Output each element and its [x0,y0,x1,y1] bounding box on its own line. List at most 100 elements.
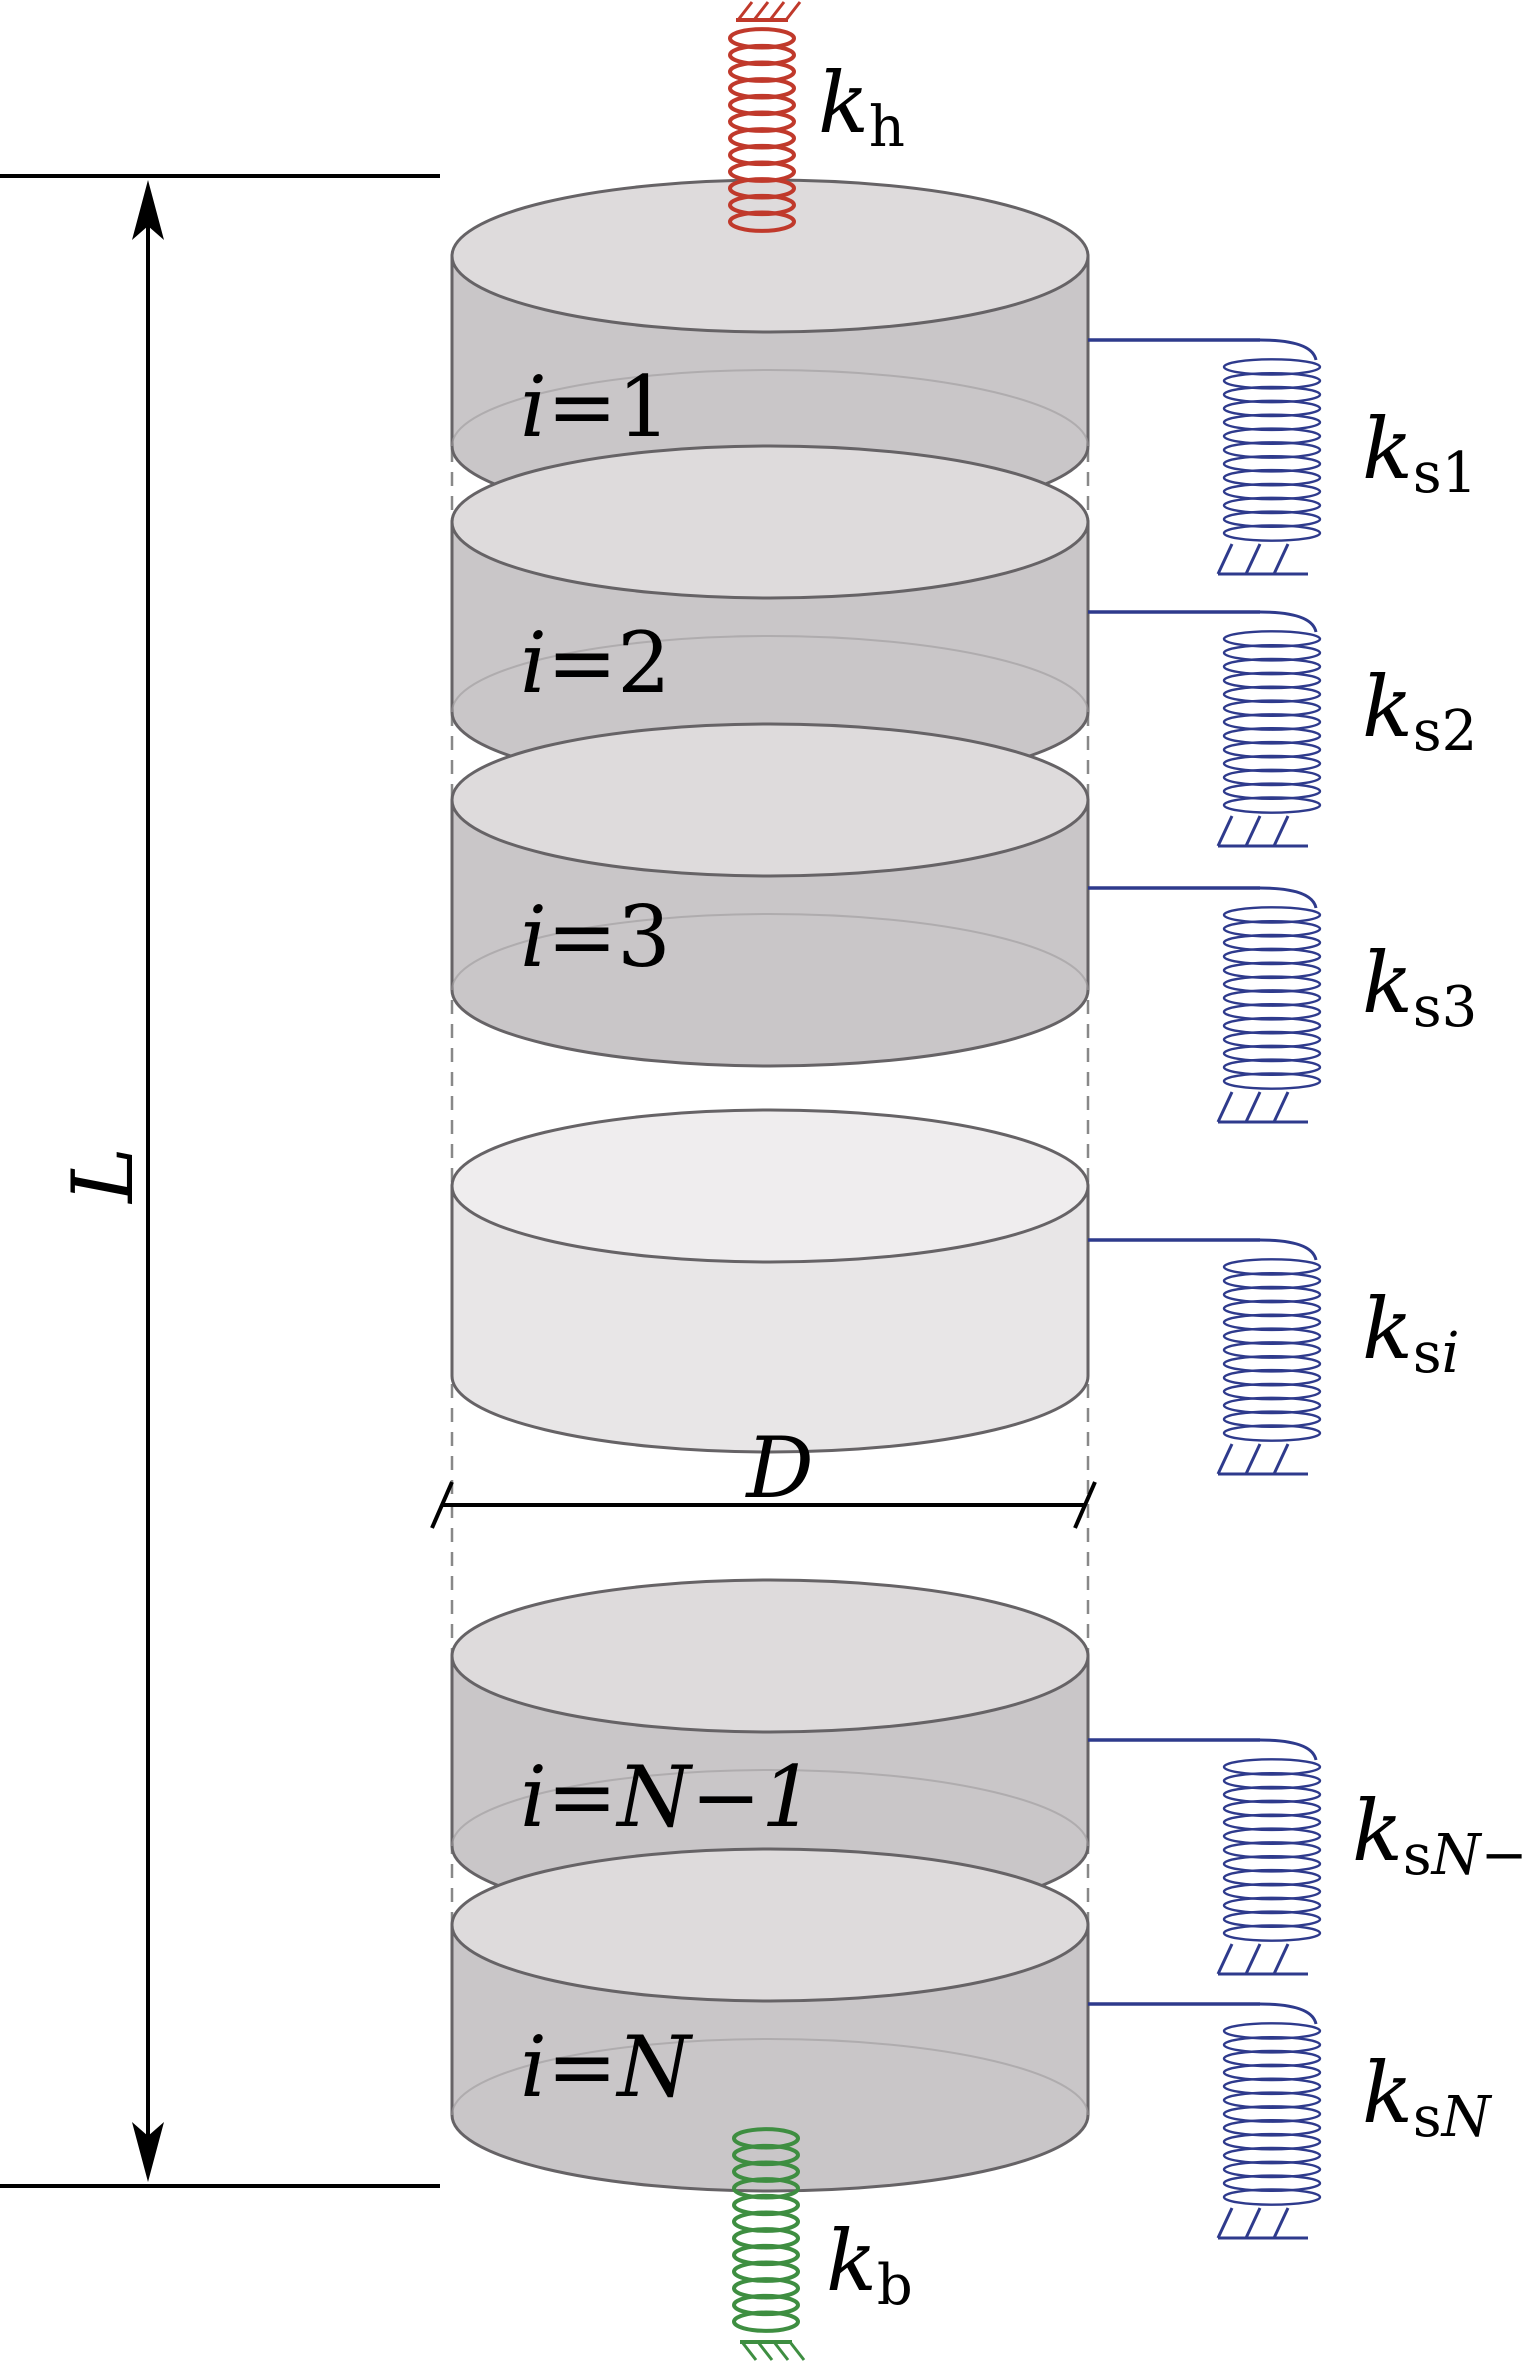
spring-coil-turn [1222,1382,1322,1401]
spring-coil-turn [1222,671,1322,690]
spring-coil-turn [1222,1044,1322,1063]
spring-ground-tick [1272,1943,1290,1975]
spring-ground-tick [1216,1091,1234,1123]
side-spring-label-n-minus-1: ksN−1 [1352,1782,1523,1888]
spring-coil-turn [1222,1396,1322,1415]
spring-coil-turn [1222,989,1322,1007]
segment-label-n-minus-1: i=N−1 [520,1748,815,1846]
spring-coil-turn [1222,358,1322,376]
spring-coil-turn [1222,1258,1322,1276]
base-spring-label: kb [826,2212,913,2318]
spring-ground-tick [1216,543,1234,575]
segment-label-2: i=2 [520,614,671,712]
spring-coil-turn [1222,399,1322,418]
length-label: L [54,1147,152,1205]
spring-coil-turn [732,2310,800,2333]
length-dimension: L [0,174,440,2188]
spring-coil-turn [1222,2063,1322,2082]
spring-coil-turn [1222,1016,1322,1035]
spring-coil-turn [1222,796,1322,814]
side-spring-label-n: ksN [1362,2044,1493,2150]
spring-coil-turn [1222,1868,1322,1887]
spring-coil-turn [1222,630,1322,648]
spring-coil-turn [1222,2077,1322,2096]
side-springs [1088,338,1322,2240]
ground-hatch [752,1,770,21]
labels: i=1 i=2 i=3 i=N−1 i=N kh kb ks1 ks2 ks3 [520,54,1523,2318]
spring-ground-tick [1244,543,1262,575]
ground-hatch [768,1,786,21]
spring-hook [1259,2002,1318,2025]
segment-hidden-edge [451,913,1089,991]
spring-coil-turn [1222,1271,1322,1290]
spring-coil-turn [1222,1327,1322,1345]
spring-coil-turn [1222,385,1322,404]
segment-top [450,1108,1090,1264]
spring-coil-turn [1222,933,1322,952]
pile-segment-6 [450,1847,1090,2193]
spring-coil-turn [1222,1771,1322,1790]
spring-coil-turn [1222,782,1322,801]
side-spring-2 [1088,610,1322,848]
ground-hatch [736,1,754,21]
spring-coil-turn [1222,1368,1322,1387]
segment-top [450,1578,1090,1734]
spring-coil-turn [1222,1003,1322,1021]
spring-coil-turn [1222,2160,1322,2179]
spring-coil-turn [1222,496,1322,515]
segment-top [450,178,1090,334]
spring-coil-turn [1222,2174,1322,2193]
spring-coil-turn [1222,1758,1322,1776]
ground-hatch [784,1,802,21]
side-spring-label-i: ksi [1362,1280,1460,1386]
spring-ground-tick [1244,815,1262,847]
spring-ground-tick [1272,2207,1290,2239]
spring-coil-turn [1222,413,1322,432]
spring-coil-turn [1222,510,1322,529]
spring-coil-turn [1222,1855,1322,1873]
spring-ground-tick [1272,1443,1290,1475]
spring-coil-turn [1222,455,1322,473]
side-spring-5 [1088,1738,1322,1976]
diameter-tick-right [1073,1481,1097,1529]
spring-coil-turn [1222,768,1322,787]
spring-coil-turn [1222,713,1322,731]
segment-label-3: i=3 [520,888,671,986]
spring-coil-turn [1222,975,1322,993]
spring-coil-turn [1222,1799,1322,1818]
spring-coil-turn [1222,2146,1322,2165]
spring-ground-tick [1244,1091,1262,1123]
segment-hidden-edge [451,369,1089,447]
spring-coil-turn [1222,727,1322,745]
spring-coil-turn [1222,1424,1322,1442]
pile-segments [450,178,1090,2193]
spring-ground-tick [1244,2207,1262,2239]
segment-top [450,444,1090,600]
ground-hatch [740,2341,758,2361]
spring-coil-turn [1222,468,1322,487]
spring-coil-turn [1222,1924,1322,1942]
spring-coil-turn [1222,1896,1322,1915]
length-arrow-head-bottom [132,2122,164,2182]
spring-coil-turn [1222,1841,1322,1859]
ground-hatch [756,2341,774,2361]
segment-hidden-edge [451,1769,1089,1847]
length-arrow-head-top [132,180,164,240]
diameter-tick-left [430,1481,454,1529]
spring-coil-turn [1222,643,1322,662]
spring-hook [1259,886,1318,909]
spring-coil-turn [1222,754,1322,773]
spring-coil-turn [1222,1827,1322,1845]
head-spring-label: kh [818,54,905,160]
spring-coil-turn [1222,371,1322,390]
spring-coil-turn [1222,2105,1322,2123]
side-spring-4 [1088,1238,1322,1476]
spring-coil-turn [1222,961,1322,980]
spring-hook [1259,1738,1318,1761]
spring-coil-turn [1222,2022,1322,2040]
spring-coil-turn [1222,441,1322,459]
spring-coil-turn [1222,919,1322,938]
diameter-label: D [744,1419,813,1517]
spring-coil-turn [1222,1785,1322,1804]
spring-ground-tick [1244,1943,1262,1975]
